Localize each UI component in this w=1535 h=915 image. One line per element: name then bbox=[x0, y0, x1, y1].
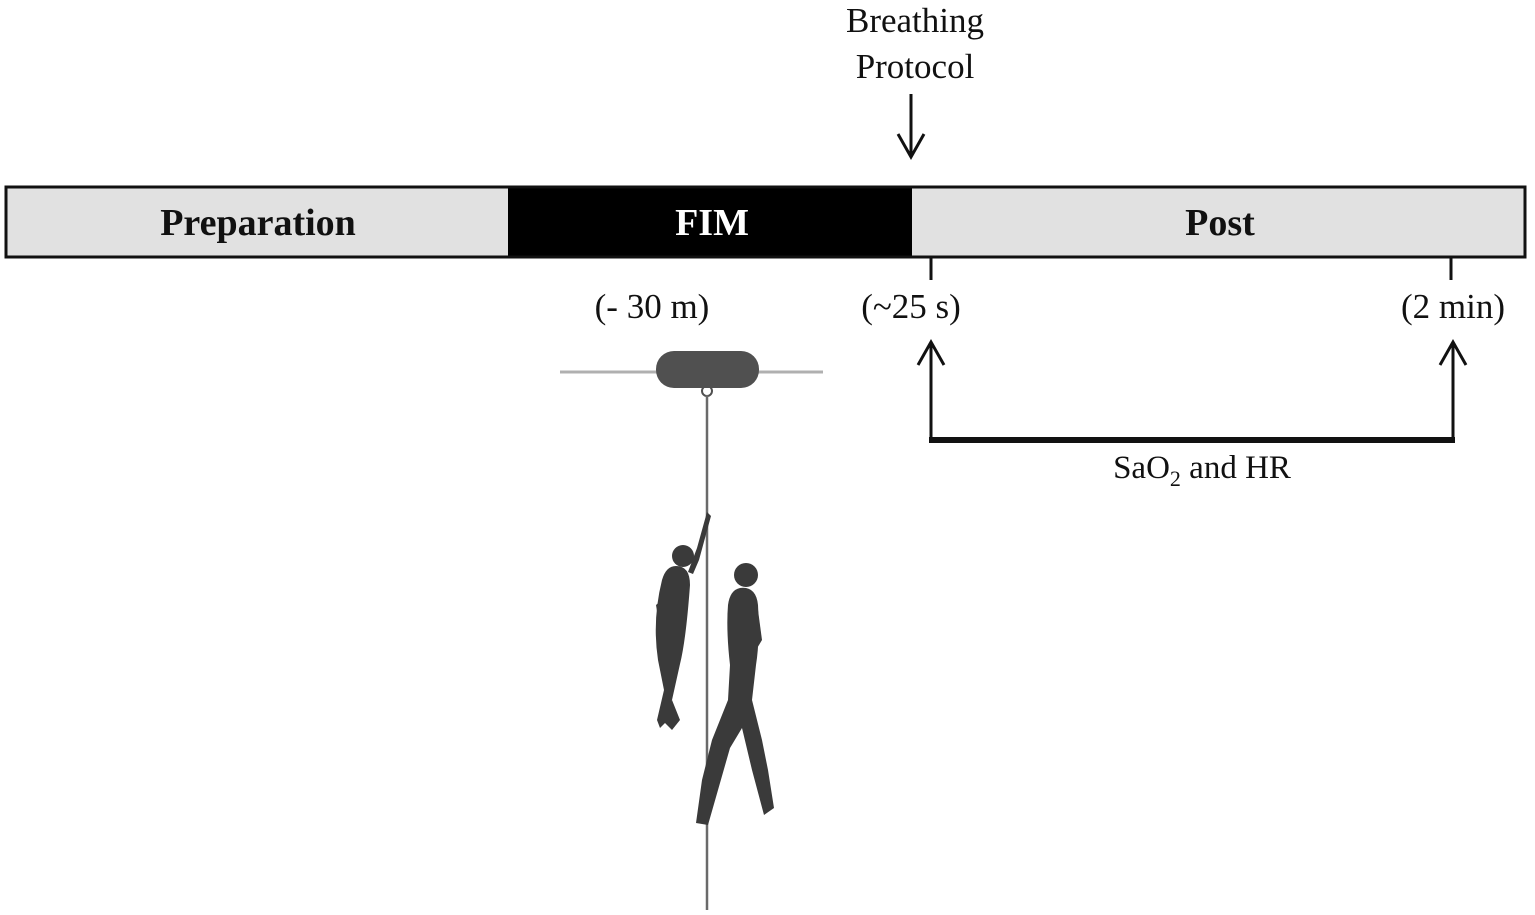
time-end-label: (2 min) bbox=[1401, 287, 1505, 326]
breathing-protocol-label-line2: Protocol bbox=[856, 47, 975, 86]
phase-post-label: Post bbox=[1185, 202, 1255, 244]
freediver-left-icon bbox=[655, 512, 711, 730]
phase-fim-label: FIM bbox=[675, 202, 749, 244]
measurement-label: SaO2 and HR bbox=[1113, 450, 1291, 491]
freediver-right-icon bbox=[696, 563, 774, 825]
timeline-bar: Preparation FIM Post bbox=[4, 185, 1527, 259]
breathing-protocol-arrow bbox=[896, 94, 926, 161]
buoy-icon bbox=[656, 351, 759, 388]
phase-fim bbox=[508, 187, 912, 257]
timeline-border bbox=[4, 185, 1527, 259]
measurement-bracket bbox=[916, 338, 1468, 443]
depth-label: (- 30 m) bbox=[595, 287, 710, 326]
phase-preparation-label: Preparation bbox=[160, 202, 356, 244]
phase-preparation bbox=[6, 187, 508, 257]
time-start-label: (~25 s) bbox=[861, 287, 961, 326]
phase-post bbox=[912, 187, 1525, 257]
breathing-protocol-label-line1: Breathing bbox=[846, 1, 984, 40]
